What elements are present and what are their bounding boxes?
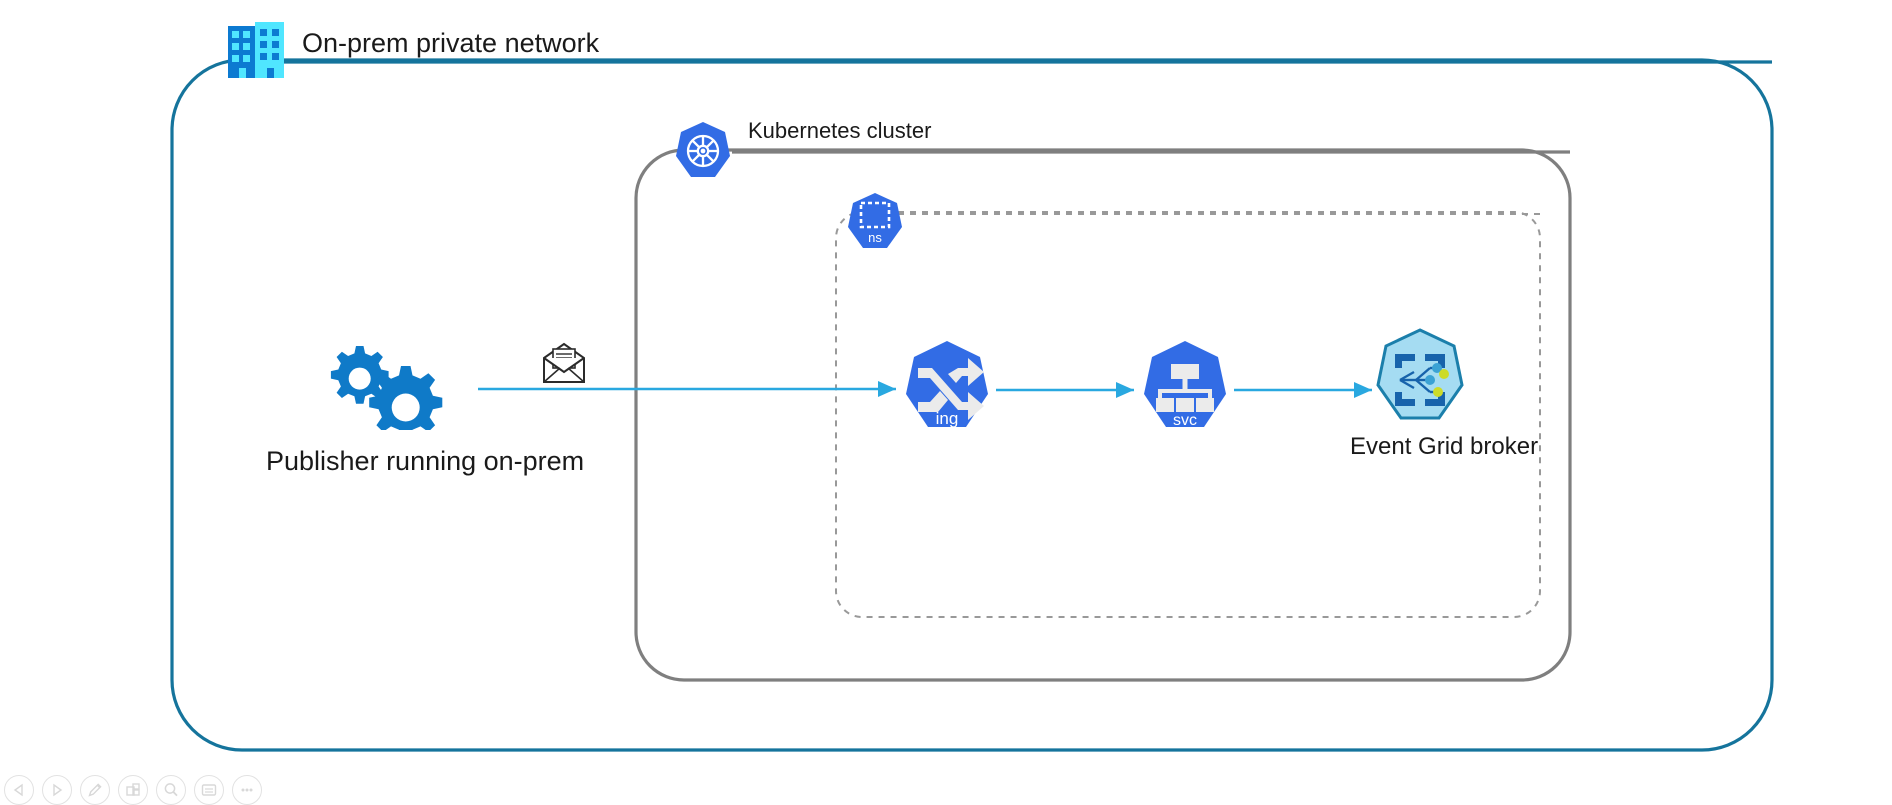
magnifier-icon	[164, 783, 178, 797]
container-label-onprem: On-prem private network	[302, 28, 600, 58]
pencil-icon	[88, 783, 102, 797]
namespace-icon: ns	[845, 192, 905, 254]
container-kubernetes-cluster	[634, 148, 1572, 682]
container-namespace	[835, 211, 1541, 618]
node-label-publisher: Publisher running on-prem	[266, 446, 585, 476]
edge-ingress-to-service	[996, 382, 1134, 398]
ingress-label: ing	[936, 409, 959, 428]
event-grid-icon	[1370, 328, 1470, 430]
edit-button[interactable]	[80, 775, 110, 805]
previous-page-button[interactable]	[4, 775, 34, 805]
service-icon: svc	[1138, 340, 1232, 438]
ellipsis-icon	[241, 788, 253, 792]
namespace-label: ns	[868, 230, 882, 245]
kubernetes-icon	[672, 120, 734, 182]
zoom-button[interactable]	[156, 775, 186, 805]
more-options-button[interactable]	[232, 775, 262, 805]
layers-button[interactable]	[118, 775, 148, 805]
previous-page-icon	[13, 783, 23, 797]
node-label-event-grid-broker: Event Grid broker	[1350, 433, 1539, 460]
bottom-toolbar	[0, 775, 262, 805]
gears-icon	[316, 340, 446, 440]
layers-icon	[126, 783, 140, 796]
edge-service-to-event-grid-broker	[1234, 382, 1372, 398]
edge-publisher-to-ingress	[478, 381, 896, 397]
ingress-icon: ing	[900, 340, 994, 438]
presentation-button[interactable]	[194, 775, 224, 805]
container-onprem-private-network	[170, 58, 1774, 752]
container-label-kubernetes-cluster: Kubernetes cluster	[748, 118, 932, 143]
next-page-icon	[53, 783, 63, 797]
presentation-icon	[201, 784, 217, 796]
next-page-button[interactable]	[42, 775, 72, 805]
service-label: svc	[1173, 412, 1197, 429]
building-icon	[228, 22, 284, 78]
envelope-icon	[542, 342, 586, 384]
